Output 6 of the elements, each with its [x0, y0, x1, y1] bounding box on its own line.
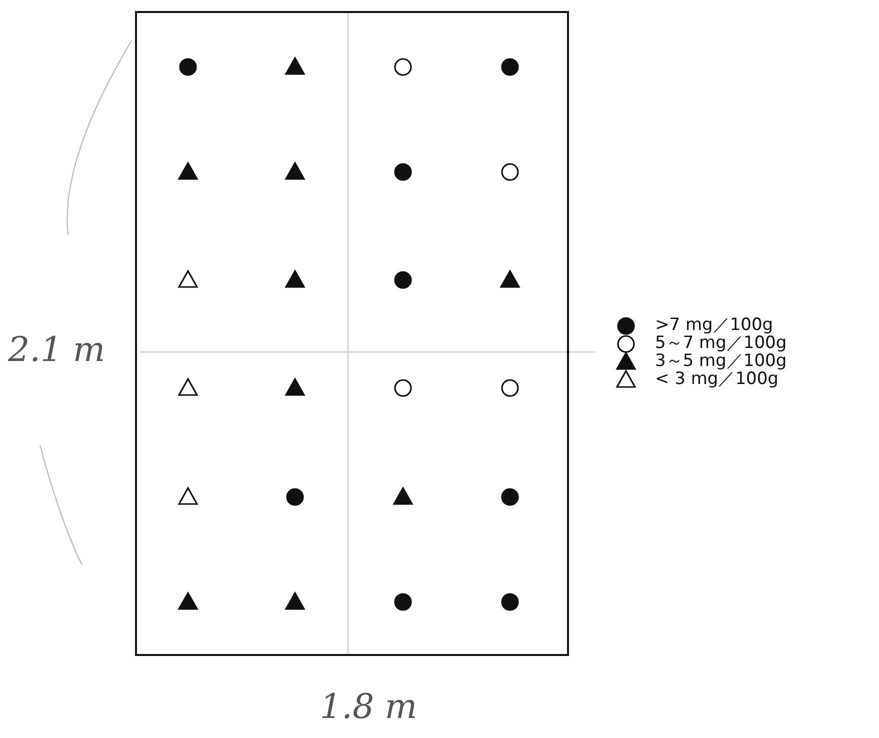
legend-label: 5～7 mg／100g [655, 335, 787, 352]
legend-label: >7 mg／100g [655, 317, 774, 334]
legend-label: 3～5 mg／100g [655, 353, 787, 370]
dimension-label: 1.8 m [320, 690, 418, 724]
dimension-label: 2.1 m [8, 333, 106, 367]
legend-label: < 3 mg／100g [655, 371, 778, 388]
